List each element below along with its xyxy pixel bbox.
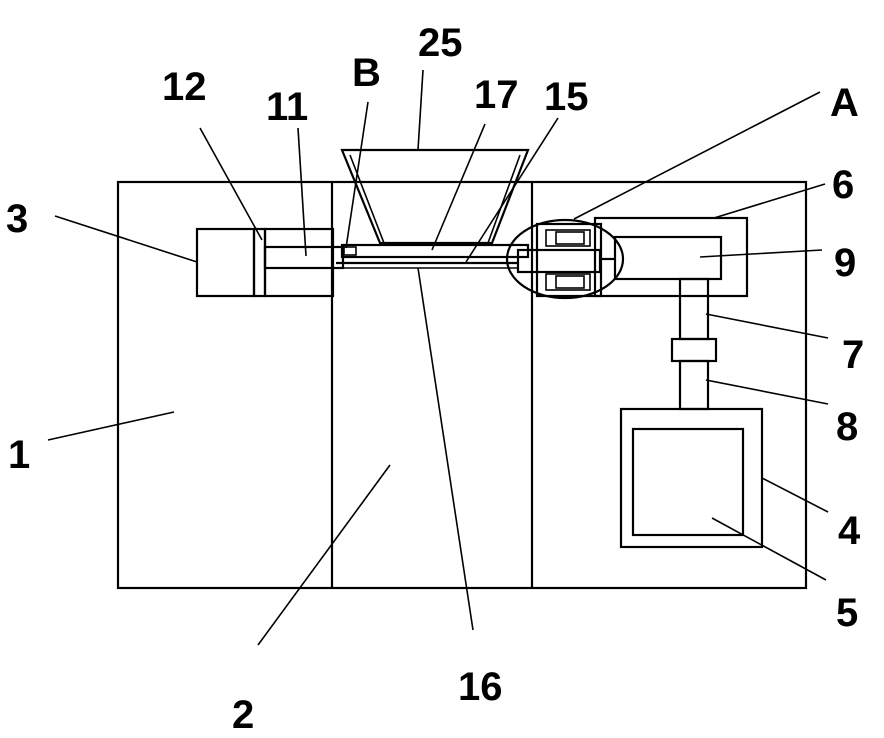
feed-hopper [340, 148, 530, 245]
callout-B: B [352, 51, 381, 95]
hopper-inner-left [349, 154, 385, 244]
callout-17: 17 [474, 73, 519, 117]
leader-B [345, 101, 369, 249]
lower-rod-8 [678, 359, 710, 411]
callout-2: 2 [232, 693, 254, 737]
tank-inner-5 [631, 427, 745, 537]
callout-11: 11 [266, 85, 308, 129]
coupling-plate [252, 227, 267, 298]
leader-16 [417, 267, 474, 631]
leader-17 [431, 123, 486, 251]
leader-A [573, 91, 821, 220]
detail-a-lower-bearing [545, 273, 591, 291]
leader-6 [713, 183, 826, 219]
leader-2 [257, 464, 391, 646]
callout-6: 6 [832, 163, 854, 207]
main-housing [116, 180, 808, 590]
leader-12 [199, 127, 263, 241]
detail-a-upper-bearing [545, 229, 591, 247]
callout-3: 3 [6, 197, 28, 241]
leader-7 [705, 313, 829, 339]
sliding-plate [340, 243, 530, 259]
callout-4: 4 [838, 509, 861, 553]
leader-1 [47, 411, 175, 441]
leader-15 [465, 117, 559, 263]
callout-25: 25 [418, 21, 463, 65]
slider-block-9 [613, 235, 723, 281]
callout-5: 5 [836, 591, 858, 635]
callout-7: 7 [842, 333, 864, 377]
leader-5 [711, 517, 827, 581]
callout-15: 15 [544, 75, 589, 119]
hopper-inner-right [487, 154, 521, 244]
plate-detail-B [343, 246, 357, 256]
callout-A: A [830, 81, 859, 125]
detail-a-rod [516, 248, 602, 274]
leader-3 [54, 215, 198, 263]
callout-12: 12 [162, 65, 207, 109]
leader-11 [297, 127, 307, 257]
callout-16: 16 [458, 665, 503, 709]
leader-8 [705, 379, 829, 405]
detail-a-upper-bearing-inner [555, 231, 585, 245]
upper-rod-7 [678, 277, 710, 341]
detail-a-lower-bearing-inner [555, 275, 585, 289]
detail-a-circle [505, 218, 625, 300]
leader-25 [417, 69, 424, 151]
motor-block [195, 227, 256, 298]
callout-1: 1 [8, 433, 30, 477]
drive-box-6 [593, 216, 749, 298]
leader-9 [699, 249, 823, 258]
leader-4 [761, 477, 829, 513]
callout-9: 9 [834, 241, 856, 285]
callout-8: 8 [836, 405, 858, 449]
coupler [670, 337, 718, 363]
shaft-housing [263, 227, 335, 298]
